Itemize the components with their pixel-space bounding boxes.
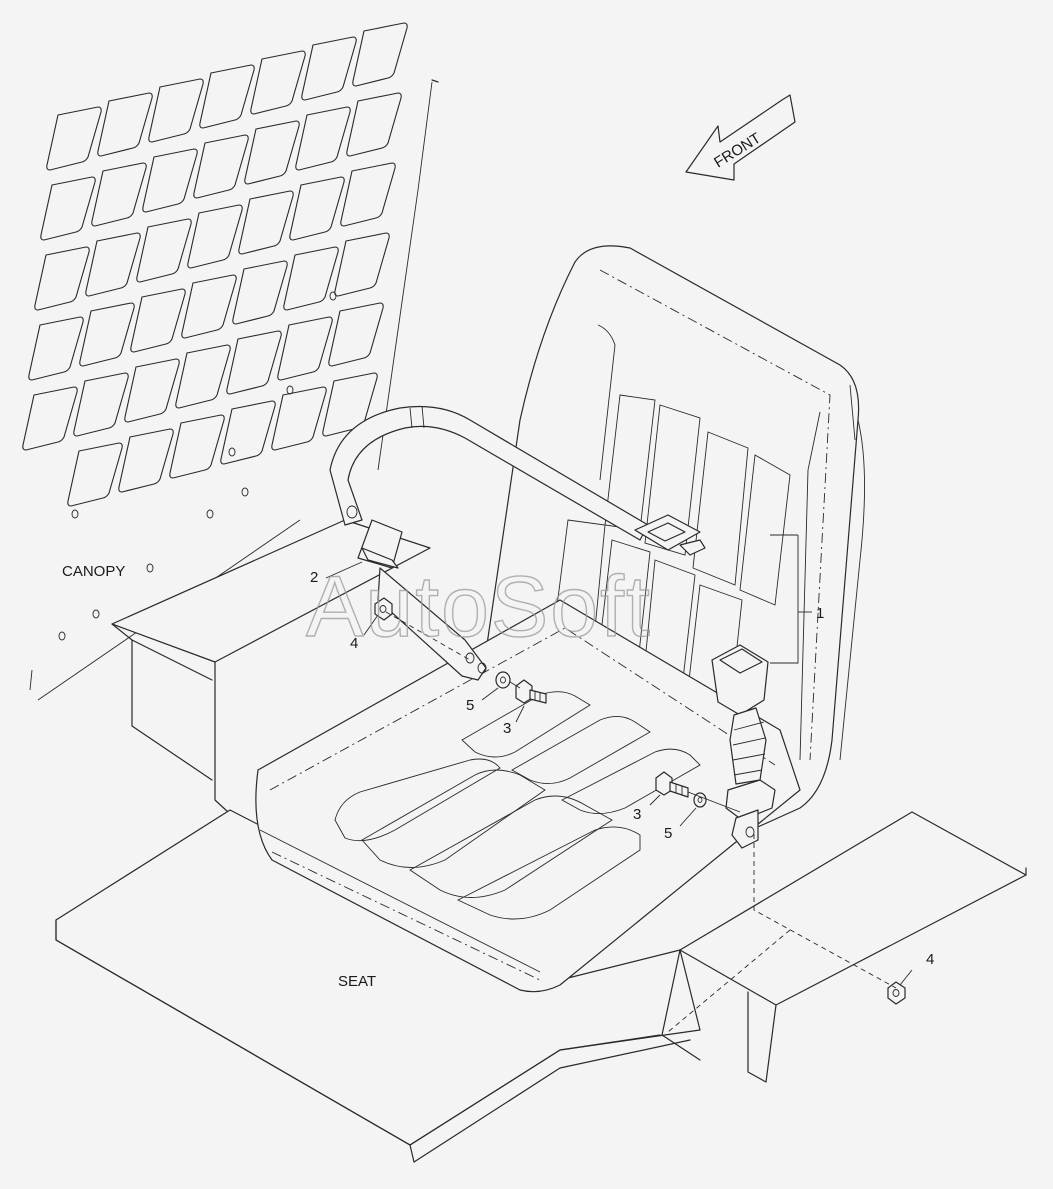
- mesh-cell: [283, 246, 339, 311]
- mesh-cell: [175, 344, 231, 409]
- seat-label: SEAT: [338, 973, 376, 990]
- nut-part-4-right: [887, 981, 906, 1005]
- mesh-cell: [34, 246, 90, 311]
- mesh-cell: [148, 78, 204, 143]
- mesh-cell: [352, 22, 408, 87]
- mesh-cell: [67, 442, 123, 507]
- callout-4-left: 4: [350, 635, 358, 652]
- mesh-cell: [250, 50, 306, 115]
- mesh-cell: [340, 162, 396, 227]
- mesh-cell: [346, 92, 402, 157]
- callout-5-right: 5: [664, 825, 672, 842]
- mesh-cell: [136, 218, 192, 283]
- mesh-cell: [232, 260, 288, 325]
- mesh-cell: [40, 176, 96, 241]
- mesh-cell: [85, 232, 141, 297]
- canopy-mesh-grid: [22, 22, 408, 507]
- mesh-cell: [22, 386, 78, 451]
- callout-4-right: 4: [926, 951, 934, 968]
- mesh-cell: [118, 428, 174, 493]
- right-bracket: [661, 811, 1027, 1083]
- mesh-cell: [226, 330, 282, 395]
- mesh-cell: [169, 414, 225, 479]
- mesh-cell: [193, 134, 249, 199]
- front-arrow-icon: FRONT: [685, 94, 796, 181]
- mesh-cell: [130, 288, 186, 353]
- nut-part-4-left: [374, 597, 393, 621]
- mesh-cell: [28, 316, 84, 381]
- mesh-cell: [79, 302, 135, 367]
- seat-cushion: [255, 599, 801, 993]
- mesh-cell: [328, 302, 384, 367]
- left-bracket-shelf: [111, 519, 431, 813]
- mesh-cell: [97, 92, 153, 157]
- mesh-cell: [142, 148, 198, 213]
- callout-2: 2: [310, 569, 318, 586]
- callout-3-right: 3: [633, 806, 641, 823]
- mesh-cell: [295, 106, 351, 171]
- bolt-part-3-left: [515, 679, 547, 704]
- mesh-cell: [181, 274, 237, 339]
- callout-5-left: 5: [466, 697, 474, 714]
- mesh-cell: [334, 232, 390, 297]
- mesh-cell: [73, 372, 129, 437]
- bolt-part-3-right: [655, 771, 689, 798]
- belt-anchor-part-2: [357, 519, 487, 681]
- mesh-cell: [301, 36, 357, 101]
- mesh-cell: [271, 386, 327, 451]
- mesh-cell: [187, 204, 243, 269]
- mesh-cell: [91, 162, 147, 227]
- mesh-cell: [289, 176, 345, 241]
- washer-part-5-left: [495, 671, 511, 689]
- canopy-label: CANOPY: [62, 563, 125, 580]
- washer-part-5-right: [693, 792, 707, 808]
- mesh-cell: [244, 120, 300, 185]
- watermark: AutoSoft: [306, 559, 652, 655]
- leader-lines: [325, 534, 913, 986]
- mesh-cell: [46, 106, 102, 171]
- callout-1: 1: [816, 605, 824, 622]
- seat-belt-strap: [329, 405, 706, 556]
- mesh-cell: [124, 358, 180, 423]
- assembly-lines: [385, 611, 897, 1033]
- mesh-cell: [238, 190, 294, 255]
- callout-3-left: 3: [503, 720, 511, 737]
- mesh-cell: [220, 400, 276, 465]
- mesh-cell: [277, 316, 333, 381]
- mesh-cell: [199, 64, 255, 129]
- buckle-part-1: [711, 644, 776, 849]
